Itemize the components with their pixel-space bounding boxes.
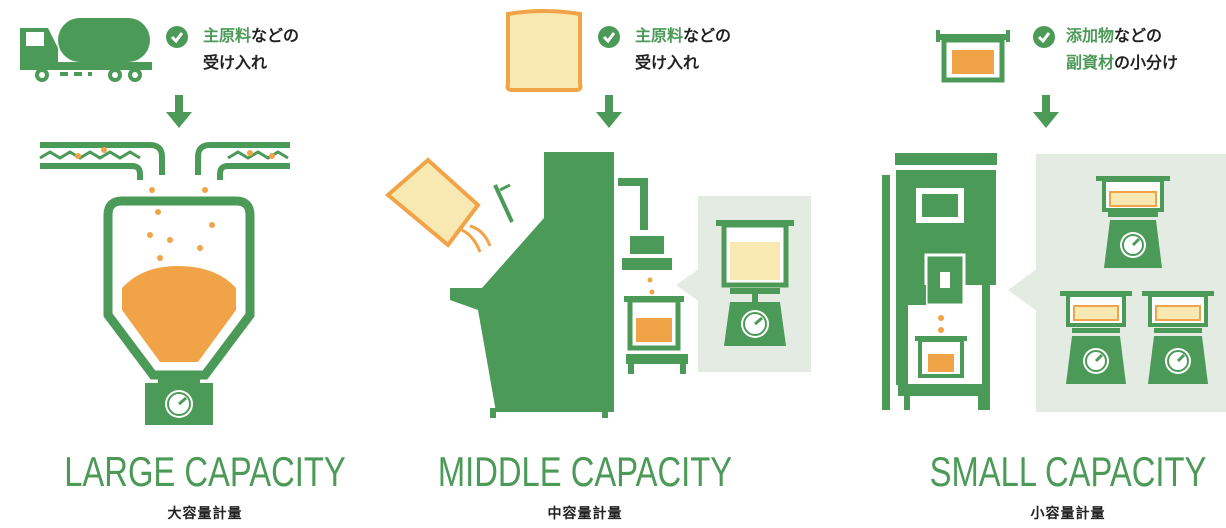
down-arrow-icon: [166, 95, 192, 128]
scale-icon: [1096, 176, 1170, 268]
callout-highlight: 添加物: [1066, 26, 1115, 45]
scales-icon: [1008, 154, 1226, 412]
callout-line2: 受け入れ: [203, 53, 268, 72]
callout-line2-highlight: 副資材: [1066, 53, 1115, 72]
scale-icon: [1060, 291, 1132, 384]
middle-callout: 主原料などの 受け入れ: [635, 22, 731, 76]
checkmark-icon: [1033, 26, 1055, 48]
down-arrow-icon: [1033, 95, 1059, 128]
large-capacity-illustration: [20, 18, 290, 425]
large-capacity-subtitle: 大容量計量: [167, 506, 243, 522]
small-capacity-illustration: [882, 30, 1226, 412]
down-arrow-icon: [596, 95, 622, 128]
falling-grains: [147, 187, 215, 261]
callout-highlight: 主原料: [635, 26, 684, 45]
silo-hopper-icon: [103, 196, 255, 383]
dispensing-station-icon: [882, 153, 997, 410]
scale-dial-icon: [145, 383, 213, 425]
large-capacity-title: LARGE CAPACITY: [64, 448, 346, 495]
callout-line2: 受け入れ: [635, 53, 700, 72]
small-capacity-title: SMALL CAPACITY: [929, 448, 1207, 495]
scale-icon: [1142, 291, 1214, 384]
large-capacity-column: 主原料などの 受け入れ LARGE CAPACITY 大容量計量: [0, 0, 410, 528]
checkmark-icon: [598, 26, 620, 48]
large-callout: 主原料などの 受け入れ: [203, 22, 299, 76]
bucket-icon: [624, 277, 684, 351]
callout-rest: などの: [1114, 26, 1163, 45]
dispensing-machine-icon: [450, 152, 688, 418]
callout-rest: などの: [683, 26, 732, 45]
middle-capacity-subtitle: 中容量計量: [547, 506, 623, 522]
middle-capacity-column: 主原料などの 受け入れ MIDDLE CAPACITY 中容量計量: [380, 0, 820, 528]
small-callout: 添加物などの 副資材の小分け: [1066, 22, 1178, 76]
callout-rest: などの: [251, 26, 300, 45]
tank-truck-icon: [20, 18, 152, 82]
small-capacity-column: 添加物などの 副資材の小分け SMALL CAPACITY 小容量計量: [860, 0, 1226, 528]
flexible-bag-icon: [505, 9, 583, 92]
middle-capacity-title: MIDDLE CAPACITY: [437, 448, 733, 495]
zoom-panel: [676, 196, 811, 372]
callout-highlight: 主原料: [203, 26, 252, 45]
callout-line2: の小分け: [1114, 53, 1179, 72]
middle-capacity-illustration: [384, 9, 811, 418]
checkmark-icon: [166, 26, 188, 48]
dumping-bag-icon: [384, 157, 514, 253]
small-container-icon: [936, 30, 1010, 83]
conveyor-icon: [39, 142, 290, 180]
small-capacity-subtitle: 小容量計量: [1030, 506, 1106, 522]
